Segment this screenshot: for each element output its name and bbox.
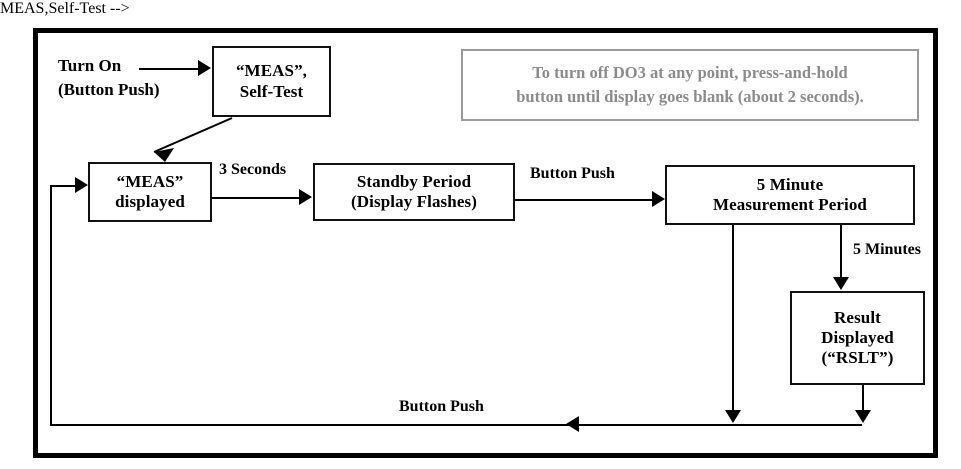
note-box: To turn off DO3 at any point, press-and-… (461, 49, 919, 121)
drop-line-measure-to-bus (732, 225, 734, 411)
return-bus-left-entry-line (50, 185, 77, 187)
edge-label-three-seconds: 3 Seconds (219, 161, 287, 178)
node-result-displayed[interactable]: Result Displayed (“RSLT”) (790, 291, 925, 385)
edge-line-standby-to-measure (515, 199, 653, 201)
node-measurement-period-line-2: Measurement Period (713, 195, 867, 214)
node-measurement-period-line-1: 5 Minute (756, 174, 824, 194)
node-measurement-period[interactable]: 5 Minute Measurement Period (665, 165, 915, 225)
node-result-displayed-line-3: (“RSLT”) (821, 348, 894, 368)
node-meas-self-test-line-1: “MEAS”, (235, 61, 308, 81)
entry-arrow-line (139, 68, 199, 70)
edge-line-meas-to-standby (212, 197, 300, 199)
edge-arrow-measure-to-result (833, 277, 849, 290)
drop-arrow-measure-to-bus (725, 410, 741, 423)
return-bus-horizontal (50, 424, 862, 426)
node-meas-displayed[interactable]: “MEAS” displayed (88, 162, 212, 222)
drop-arrow-result-to-bus (855, 410, 871, 423)
node-standby-period-line-1: Standby Period (356, 171, 472, 191)
note-line-2: button until display goes blank (about 2… (516, 87, 864, 106)
entry-label-button-push: (Button Push) (58, 80, 160, 99)
return-bus-arrow-head (566, 416, 579, 432)
edge-arrow-meas-to-standby (299, 189, 312, 205)
node-standby-period[interactable]: Standby Period (Display Flashes) (313, 163, 515, 221)
edge-label-button-push-return: Button Push (399, 398, 484, 415)
node-meas-displayed-line-2: displayed (115, 192, 185, 211)
edge-label-button-push-to-measure: Button Push (530, 165, 615, 182)
node-meas-displayed-line-1: “MEAS” (116, 171, 184, 191)
note-line-1: To turn off DO3 at any point, press-and-… (532, 63, 848, 83)
node-meas-self-test-line-2: Self-Test (239, 81, 304, 101)
node-result-displayed-line-2: Displayed (821, 327, 894, 347)
edge-label-five-minutes: 5 Minutes (853, 241, 921, 258)
diagonal-connector-selftest-to-meas (153, 117, 233, 162)
edge-arrow-standby-to-measure (652, 191, 665, 207)
node-meas-self-test[interactable]: “MEAS”, Self-Test (212, 46, 331, 117)
return-bus-left-riser (50, 185, 52, 426)
drop-line-result-to-bus (862, 385, 864, 411)
return-bus-left-arrow-head (75, 177, 88, 193)
edge-line-measure-to-result (840, 225, 842, 278)
entry-arrow-head (198, 60, 211, 76)
entry-label-turn-on: Turn On (58, 56, 122, 75)
node-standby-period-line-2: (Display Flashes) (351, 192, 477, 211)
node-result-displayed-line-1: Result (834, 307, 881, 327)
